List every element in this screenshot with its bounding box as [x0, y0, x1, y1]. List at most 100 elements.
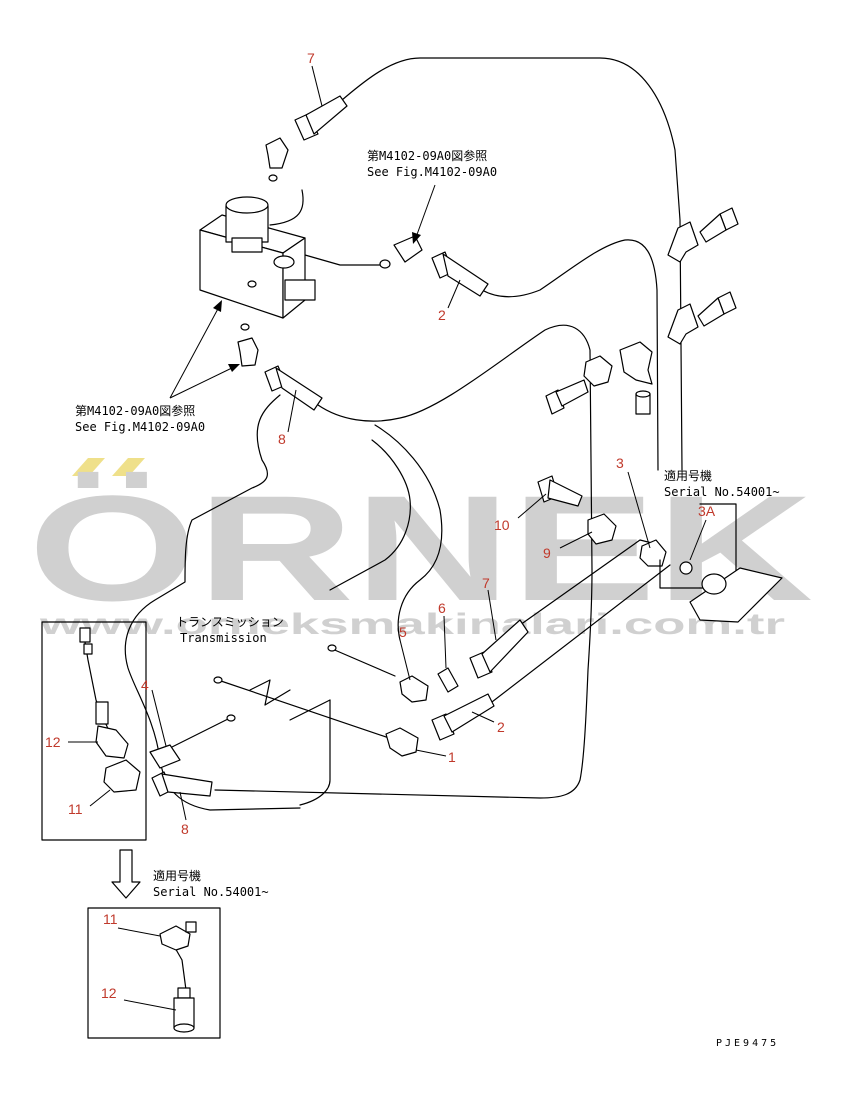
hose-ends — [151, 95, 529, 797]
elbow-5 — [399, 675, 429, 703]
ref-note-top-en: See Fig.M4102-09A0 — [367, 165, 497, 179]
port-line-mid — [217, 679, 396, 741]
leader-8-top — [287, 389, 297, 433]
watermark: ÖRNEK www.orneksmakinalari.com.tr — [28, 458, 813, 641]
tee-fitting-left — [237, 337, 259, 367]
sensor-12-box-head — [177, 987, 191, 999]
hose-8-bottom — [151, 771, 213, 797]
callout-8-bot: 8 — [181, 821, 189, 837]
ref-arrow-left-line-1 — [169, 304, 221, 399]
serial-note-right-en: Serial No.54001~ — [664, 485, 780, 499]
callout-11-left: 11 — [68, 801, 83, 817]
bolt-mid-shank — [555, 379, 589, 407]
leader-9 — [559, 531, 593, 549]
fitting-11-box-stub — [185, 921, 197, 933]
switch-3a-link — [659, 559, 701, 589]
leader-11-box — [117, 927, 161, 937]
leader-5 — [399, 639, 411, 681]
ref-note-left-jp: 第M4102-09A0図参照 — [75, 403, 195, 418]
callout-8-top: 8 — [278, 431, 286, 447]
hose-7-top-run — [341, 57, 683, 471]
transmission-inner-contour — [329, 439, 411, 591]
clamp-3 — [639, 539, 667, 567]
bottom-detail — [87, 849, 221, 1039]
sensor-sleeve — [95, 701, 109, 725]
sensor-12-box-base — [173, 1023, 195, 1033]
callout-4: 4 — [141, 677, 149, 693]
transmission-fittings — [149, 667, 459, 769]
adapter-6 — [437, 667, 459, 693]
callout-12-box: 12 — [101, 985, 117, 1001]
leader-2-top — [447, 279, 461, 309]
leader-3a — [689, 519, 707, 561]
valve-link-line — [304, 254, 381, 266]
port-line-upper — [329, 647, 396, 677]
clamp-bracket — [619, 341, 653, 385]
leader-6 — [443, 615, 447, 669]
callout-12-left: 12 — [45, 734, 61, 750]
valve-coil — [231, 237, 263, 253]
figure-code: PJE9475 — [716, 1038, 779, 1049]
adapter-4 — [149, 744, 181, 769]
ref-note-top-jp: 第M4102-09A0図参照 — [367, 148, 487, 163]
hose-2-lower-run — [487, 564, 671, 706]
callout-leaders — [68, 65, 707, 1011]
hose-8-top-run — [214, 324, 593, 799]
transmission-label-jp: トランスミッション — [176, 615, 284, 629]
bolt-10-shank — [547, 479, 583, 507]
clamps-and-bolts — [537, 207, 739, 567]
spacer-collar-top — [635, 390, 651, 398]
callout-2-top: 2 — [438, 307, 446, 323]
leader-4 — [151, 689, 167, 747]
leader-2-mid — [471, 711, 495, 723]
port-left — [226, 714, 236, 722]
callout-7-top: 7 — [307, 50, 315, 66]
o-ring-top — [268, 174, 278, 182]
ref-arrow-left-head-1 — [213, 300, 222, 312]
transmission-outline — [124, 394, 443, 811]
serial-note-right-jp: 適用号機 — [664, 468, 712, 483]
sensor-cap — [79, 627, 91, 643]
switch-3a — [659, 503, 783, 623]
leader-12-box — [123, 999, 177, 1011]
leader-7-top — [311, 65, 323, 107]
o-ring-right — [379, 259, 391, 269]
fitting-11-box — [159, 925, 191, 951]
leader-3 — [627, 471, 651, 549]
arrow-body — [111, 849, 141, 899]
transmission-right-contour — [374, 424, 443, 641]
ref-arrow-top-head — [412, 232, 421, 244]
sensor-ferrule — [83, 643, 93, 655]
bottom-detail-wire — [173, 945, 187, 991]
callout-7-mid: 7 — [482, 575, 490, 591]
hose-2-mid-sleeve — [443, 693, 495, 733]
elbow-1 — [385, 727, 419, 757]
reference-arrows — [169, 184, 436, 399]
watermark-url: www.orneksmakinalari.com.tr — [38, 608, 785, 641]
solenoid-valve-block — [199, 196, 316, 319]
valve-solenoid-cap — [225, 196, 269, 214]
clamp-top-2 — [667, 303, 699, 345]
ref-note-left-en: See Fig.M4102-09A0 — [75, 420, 205, 434]
ref-arrow-top-line — [414, 184, 436, 241]
valve-port-top — [273, 255, 295, 269]
elbow-fitting-ref — [393, 235, 423, 263]
o-ring-bottom — [240, 323, 250, 331]
leader-10 — [517, 493, 547, 519]
sensor-12-left — [95, 725, 129, 759]
leader-1 — [415, 749, 447, 757]
transmission-zigzag — [249, 679, 291, 706]
serial-note-bottom-jp: 適用号機 — [153, 868, 201, 883]
callout-3: 3 — [616, 455, 624, 471]
callout-1: 1 — [448, 749, 456, 765]
callout-10: 10 — [494, 517, 510, 533]
fitting-11-left — [103, 759, 141, 793]
switch-3a-plug — [679, 561, 693, 575]
leader-7-mid — [487, 589, 497, 641]
text-notes: 第M4102-09A0図参照 See Fig.M4102-09A0 第M4102… — [75, 148, 780, 1049]
callout-5: 5 — [399, 624, 407, 640]
port-line-left — [169, 717, 231, 749]
transmission-label-en: Transmission — [180, 631, 267, 645]
